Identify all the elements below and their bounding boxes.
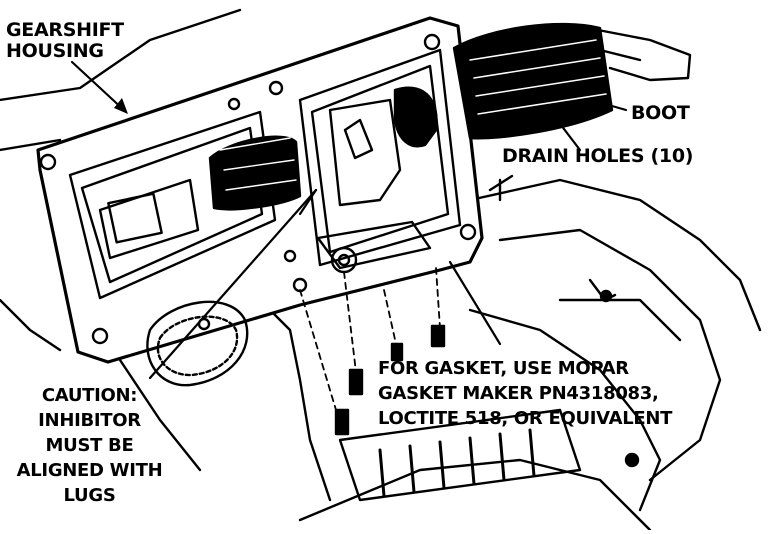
caution-line5: LUGS xyxy=(63,485,116,506)
gear-wheel xyxy=(146,300,249,387)
gearshift-label-line1: GEARSHIFT xyxy=(6,19,124,41)
transmission-case xyxy=(0,8,762,532)
shift-mechanism xyxy=(98,86,438,274)
gearshift-label-line2: HOUSING xyxy=(6,40,104,62)
caution-label: CAUTION: INHIBITOR MUST BE ALIGNED WITH … xyxy=(2,383,177,508)
lower-gear-detail xyxy=(338,408,582,502)
bolts xyxy=(334,289,640,468)
gasket-note-label: FOR GASKET, USE MOPAR GASKET MAKER PN431… xyxy=(378,356,672,431)
caution-line1: CAUTION: xyxy=(41,385,138,406)
bolt-alignment-lines xyxy=(299,267,441,411)
gasket-note-line3: LOCTITE 518, OR EQUIVALENT xyxy=(378,408,673,429)
caution-line4: ALIGNED WITH xyxy=(16,460,163,481)
gasket-note-line1: FOR GASKET, USE MOPAR xyxy=(378,358,629,379)
caution-line2: INHIBITOR xyxy=(38,410,141,431)
drain-holes-label: DRAIN HOLES (10) xyxy=(502,145,694,167)
boot-label: BOOT xyxy=(631,102,690,124)
gasket-note-line2: GASKET MAKER PN4318083, xyxy=(378,383,659,404)
caution-line3: MUST BE xyxy=(45,435,134,456)
gearshift-housing-label: GEARSHIFT HOUSING xyxy=(6,20,124,62)
shift-boot xyxy=(452,22,692,140)
